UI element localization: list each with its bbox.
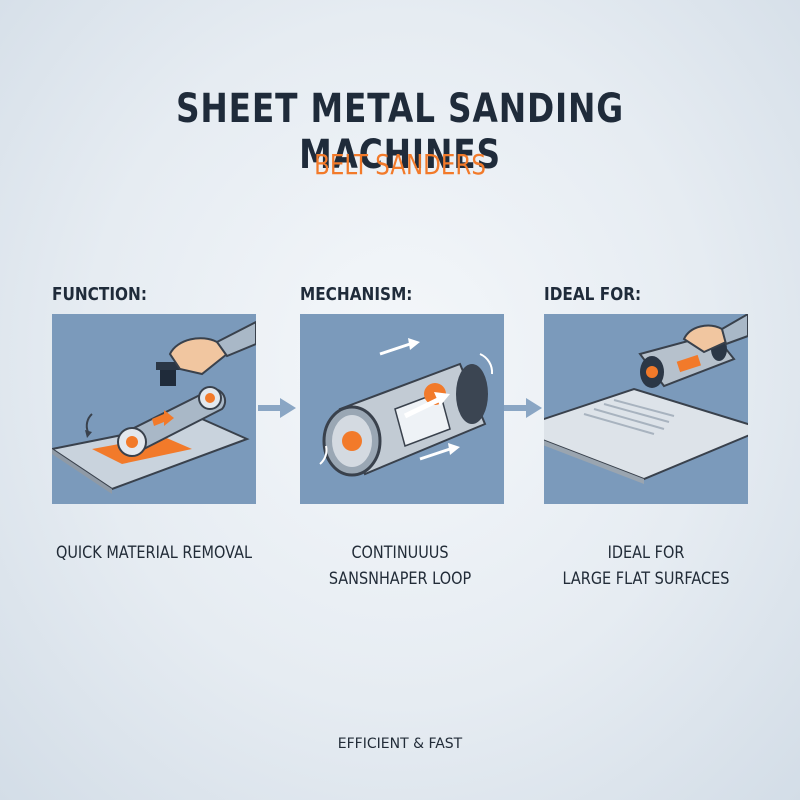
- hand-icon: [682, 314, 748, 354]
- ideal-for-caption: IDEAL FOR LARGE FLAT SURFACES: [544, 540, 748, 592]
- belt-sander-icon: [52, 320, 256, 494]
- function-heading: FUNCTION:: [52, 284, 147, 305]
- caption-line: QUICK MATERIAL REMOVAL: [55, 543, 253, 563]
- footer-note: EFFICIENT & FAST: [337, 736, 463, 752]
- caption-line: CONTINUUUS: [351, 543, 449, 563]
- page-subtitle: BELT SANDERS: [314, 148, 486, 181]
- caption-line: IDEAL FOR: [607, 543, 685, 563]
- page-title: SHEET METAL SANDING MACHINES: [175, 86, 625, 178]
- ideal-for-panel: [544, 314, 748, 504]
- mechanism-panel: [300, 314, 504, 504]
- arrow-right-icon: [504, 398, 542, 418]
- function-panel: [52, 314, 256, 504]
- arrow-right-icon: [258, 398, 296, 418]
- caption-line: SANSNHAPER LOOP: [328, 569, 472, 589]
- mechanism-heading: MECHANISM:: [300, 284, 413, 305]
- metal-sheet-icon: [544, 314, 748, 484]
- mechanism-caption: CONTINUUUS SANSNHAPER LOOP: [298, 540, 502, 592]
- ideal-for-heading: IDEAL FOR:: [544, 284, 642, 305]
- caption-line: LARGE FLAT SURFACES: [562, 569, 730, 589]
- function-caption: QUICK MATERIAL REMOVAL: [52, 540, 256, 566]
- hand-icon: [168, 320, 256, 376]
- sanding-drum-icon: [319, 338, 494, 477]
